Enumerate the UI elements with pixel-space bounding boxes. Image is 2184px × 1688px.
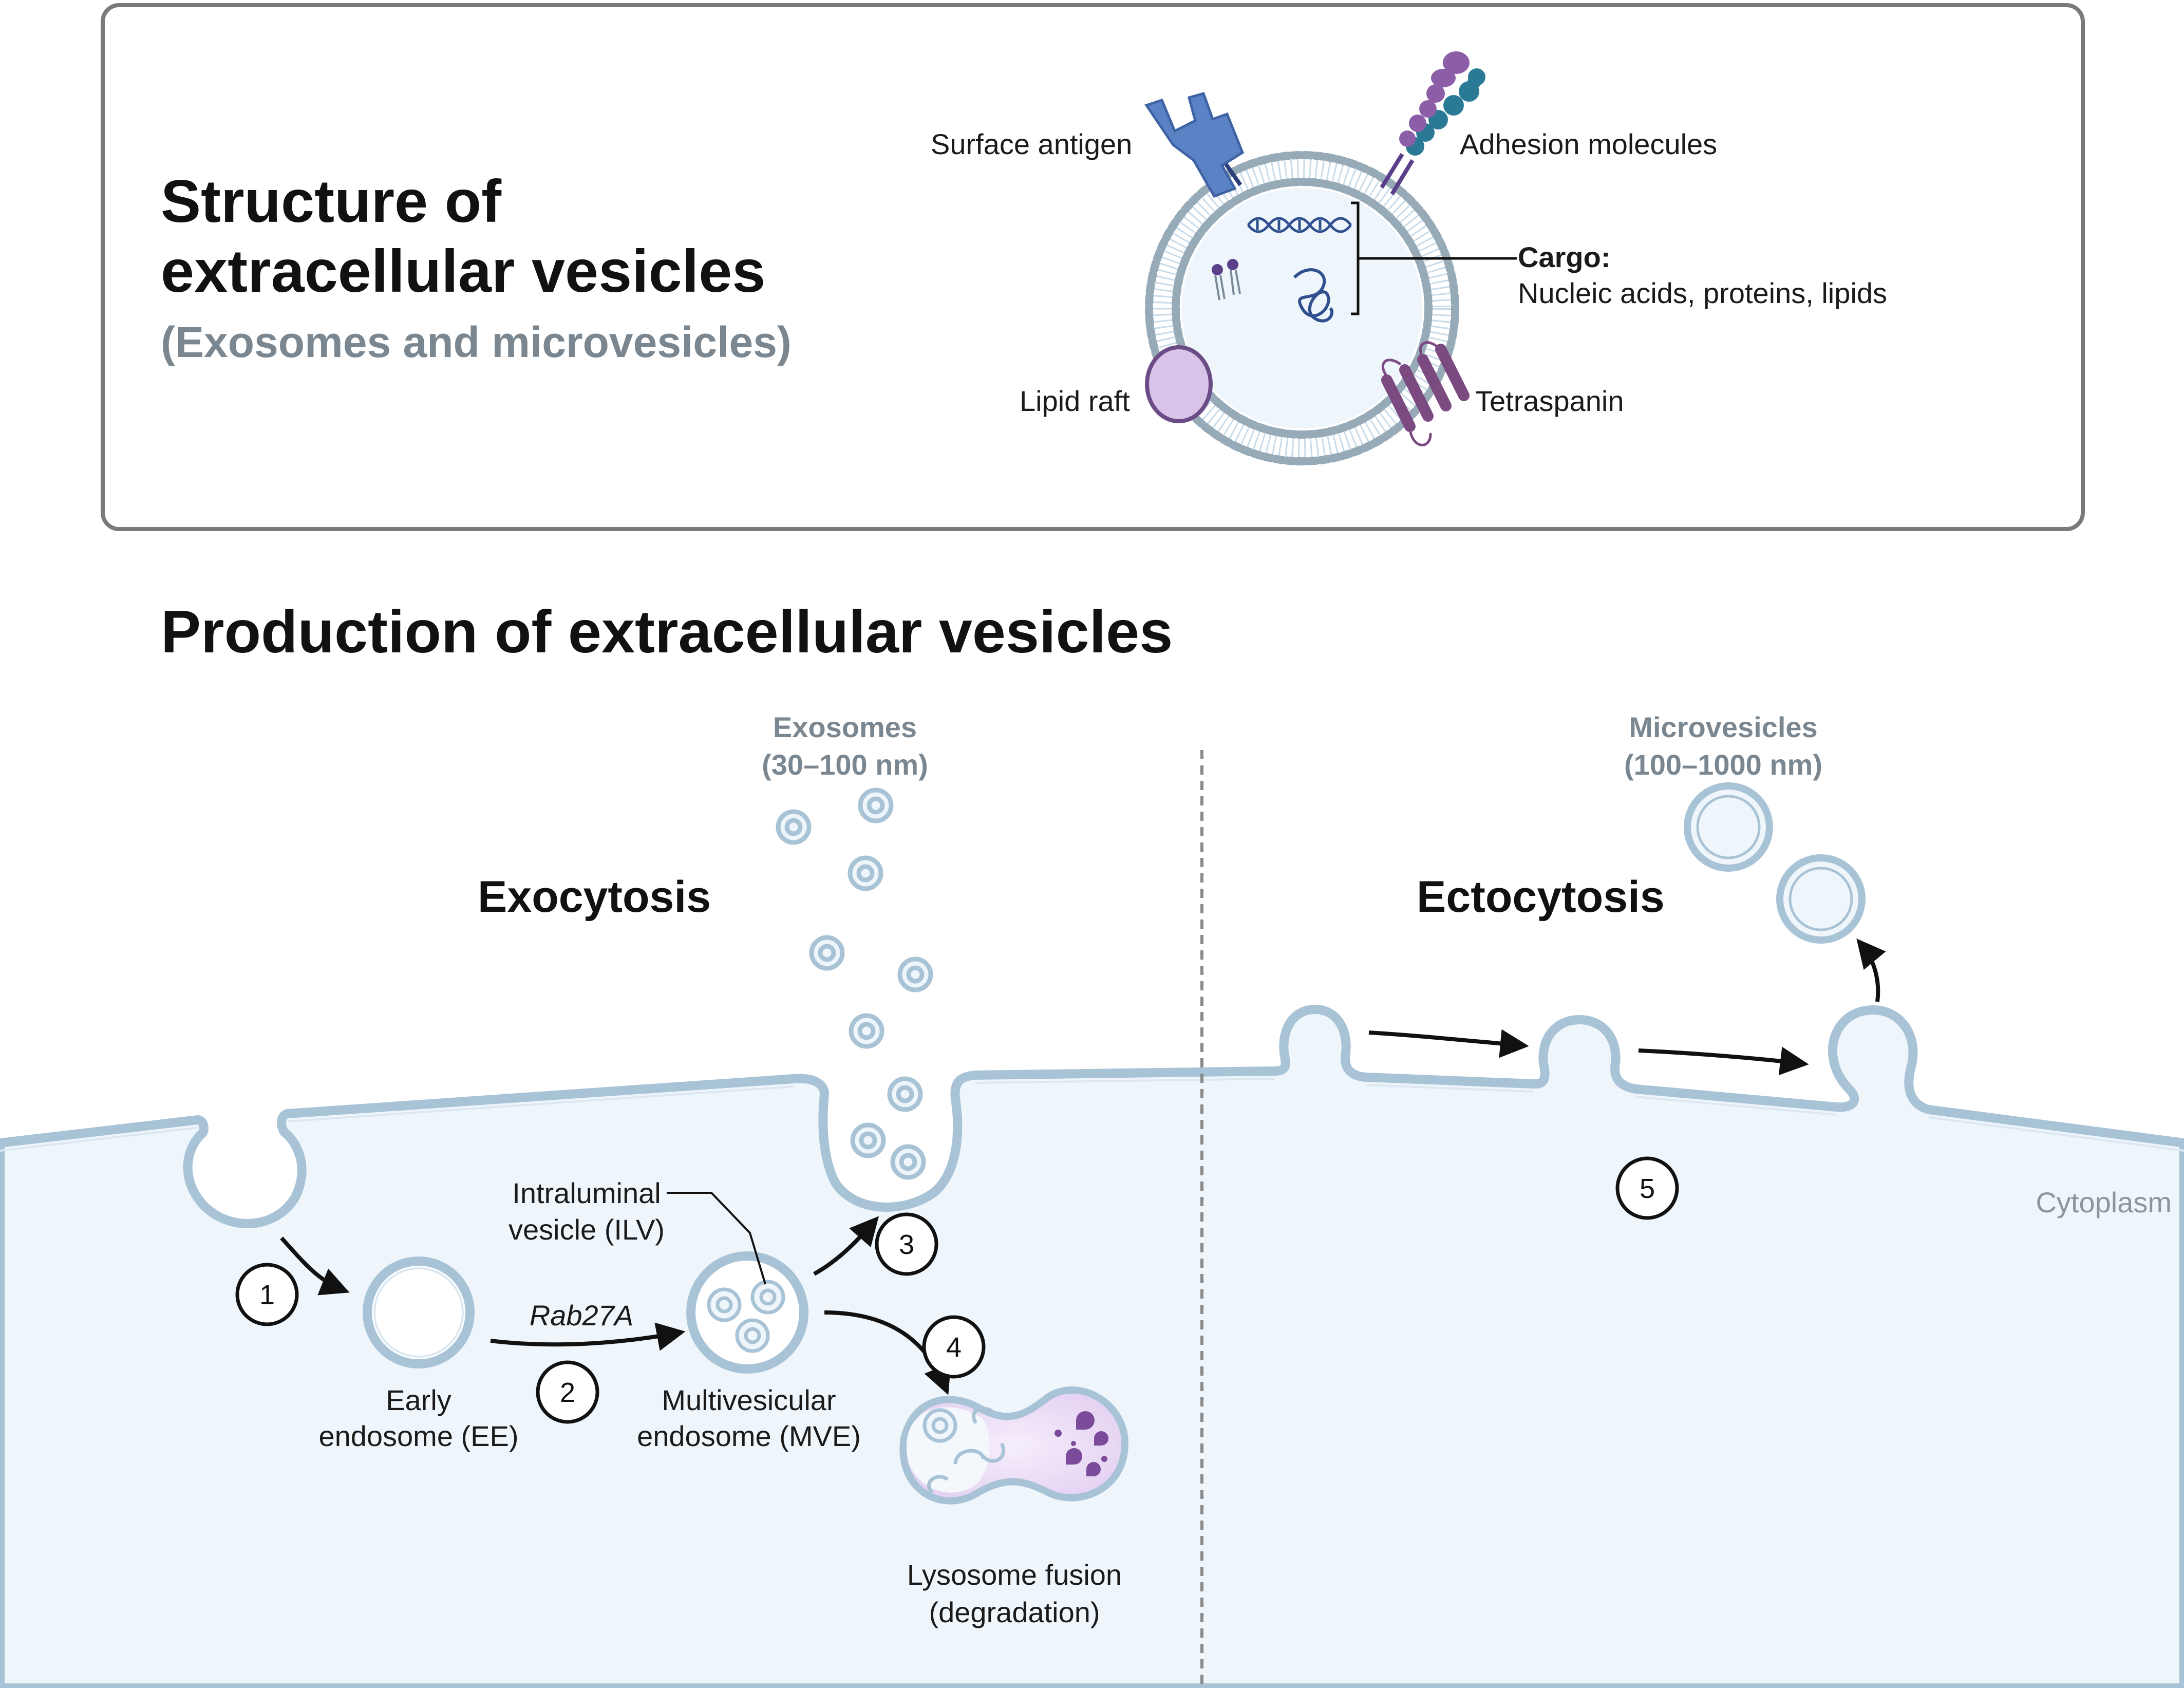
step-number-3: 3 [899, 1229, 914, 1260]
production-title: Production of extracellular vesicles [161, 598, 1173, 665]
label-adhesion-molecules: Adhesion molecules [1460, 128, 1717, 160]
cargo-bracket [1351, 201, 1366, 315]
protein-icon [1293, 268, 1334, 323]
early-endosome-label-line1: Early [386, 1384, 451, 1416]
exosomes-label-line1: Exosomes [773, 711, 917, 743]
step-markers [235, 1156, 1679, 1424]
exosome-inner [784, 818, 803, 836]
step-marker-5 [1615, 1156, 1679, 1220]
lipid-icon [1212, 259, 1241, 301]
exosome-inner [899, 1153, 917, 1171]
vesicle-structure [1144, 51, 1517, 465]
label-cargo-items: Nucleic acids, proteins, lipids [1518, 277, 1887, 309]
exosome [849, 1013, 884, 1049]
exosome [858, 787, 894, 823]
arrow-mve-to-exocytosis [813, 1216, 879, 1276]
early-endosome [363, 1256, 475, 1368]
exosome [848, 855, 883, 891]
early-endosome-label-line2: endosome (EE) [318, 1420, 518, 1452]
ectocytosis-heading: Ectocytosis [1417, 872, 1665, 922]
step-marker-3 [875, 1212, 938, 1276]
structure-panel-border [101, 3, 2085, 531]
arrow-ectocytosis-2 [1638, 1046, 1809, 1076]
step-number-4: 4 [946, 1332, 962, 1363]
microvesicles-label-line1: Microvesicles [1629, 711, 1817, 743]
arrow-to-early-endosome [280, 1236, 350, 1296]
structure-title-line2: extracellular vesicles [161, 237, 765, 305]
lipid-tails-ring [1153, 159, 1451, 457]
lysosome-label-line2: (degradation) [929, 1596, 1100, 1628]
surface-antigen-icon [1144, 91, 1245, 198]
exosome [890, 1144, 926, 1180]
arrow-microvesicle-release [1856, 939, 1886, 1002]
exosome-inner [859, 1131, 877, 1150]
ilv-leader-line [667, 1192, 766, 1285]
exosome [776, 809, 812, 845]
exosome-inner [856, 864, 875, 883]
step-marker-4 [922, 1315, 986, 1379]
label-surface-antigen: Surface antigen [931, 128, 1132, 160]
step-marker-1 [235, 1263, 299, 1326]
multivesicular-endosome [686, 1251, 808, 1374]
cytoplasm-label: Cytoplasm [2036, 1186, 2172, 1218]
microvesicles-cluster [1684, 782, 1866, 944]
exosomes-cluster [776, 787, 933, 1180]
exosome-inner [867, 796, 885, 815]
structure-panel: Structure of extracellular vesicles (Exo… [101, 3, 2085, 531]
lysosome-label-line1: Lysosome fusion [907, 1559, 1122, 1591]
exosome-inner [857, 1022, 876, 1040]
mve-label-line1: Multivesicular [662, 1384, 836, 1416]
arrow-ectocytosis-1 [1368, 1029, 1529, 1058]
tetraspanin-icon [1381, 341, 1470, 446]
structure-subtitle: (Exosomes and microvesicles) [161, 318, 792, 366]
exosome [850, 1122, 886, 1158]
structure-title-line1: Structure of [161, 167, 502, 235]
inner-head-groups [1172, 178, 1433, 439]
microvesicle [1684, 782, 1773, 872]
lipid-raft-icon [1145, 345, 1213, 423]
production-section: Production of extracellular vesicles Exo… [0, 598, 2184, 1688]
exosome [887, 1076, 923, 1112]
ilv-label-line2: vesicle (ILV) [509, 1213, 665, 1246]
microvesicle-inner [1788, 867, 1853, 931]
adhesion-molecules-icon [1380, 51, 1485, 196]
pathway-arrows [280, 939, 1886, 1395]
arrow-ee-to-mve [490, 1322, 686, 1351]
dna-icon [1247, 217, 1352, 233]
label-lipid-raft: Lipid raft [1020, 385, 1130, 417]
microvesicle-inner [1696, 795, 1761, 859]
exocytosis-heading: Exocytosis [478, 872, 711, 922]
step-marker-2 [536, 1360, 599, 1424]
label-cargo-title: Cargo: [1518, 241, 1610, 273]
microvesicle [1776, 854, 1866, 944]
exosome-inner [906, 965, 925, 984]
step-number-5: 5 [1640, 1173, 1655, 1204]
exosomes-label-line2: (30–100 nm) [762, 748, 928, 781]
mve-label-line2: endosome (MVE) [637, 1420, 861, 1452]
exosome [897, 956, 933, 992]
label-tetraspanin: Tetraspanin [1475, 385, 1624, 417]
microvesicles-label-line2: (100–1000 nm) [1624, 748, 1822, 781]
ilv-label-line1: Intraluminal [512, 1177, 661, 1209]
rab27a-label: Rab27A [530, 1299, 633, 1331]
exosome [809, 935, 845, 971]
exosome-inner [896, 1085, 914, 1103]
lysosome-fusion [899, 1386, 1129, 1505]
step-number-1: 1 [259, 1280, 275, 1310]
exosome-inner [818, 944, 836, 962]
outer-head-groups [1145, 151, 1459, 465]
membrane-inner-line [0, 1078, 2184, 1152]
step-number-2: 2 [560, 1377, 575, 1408]
